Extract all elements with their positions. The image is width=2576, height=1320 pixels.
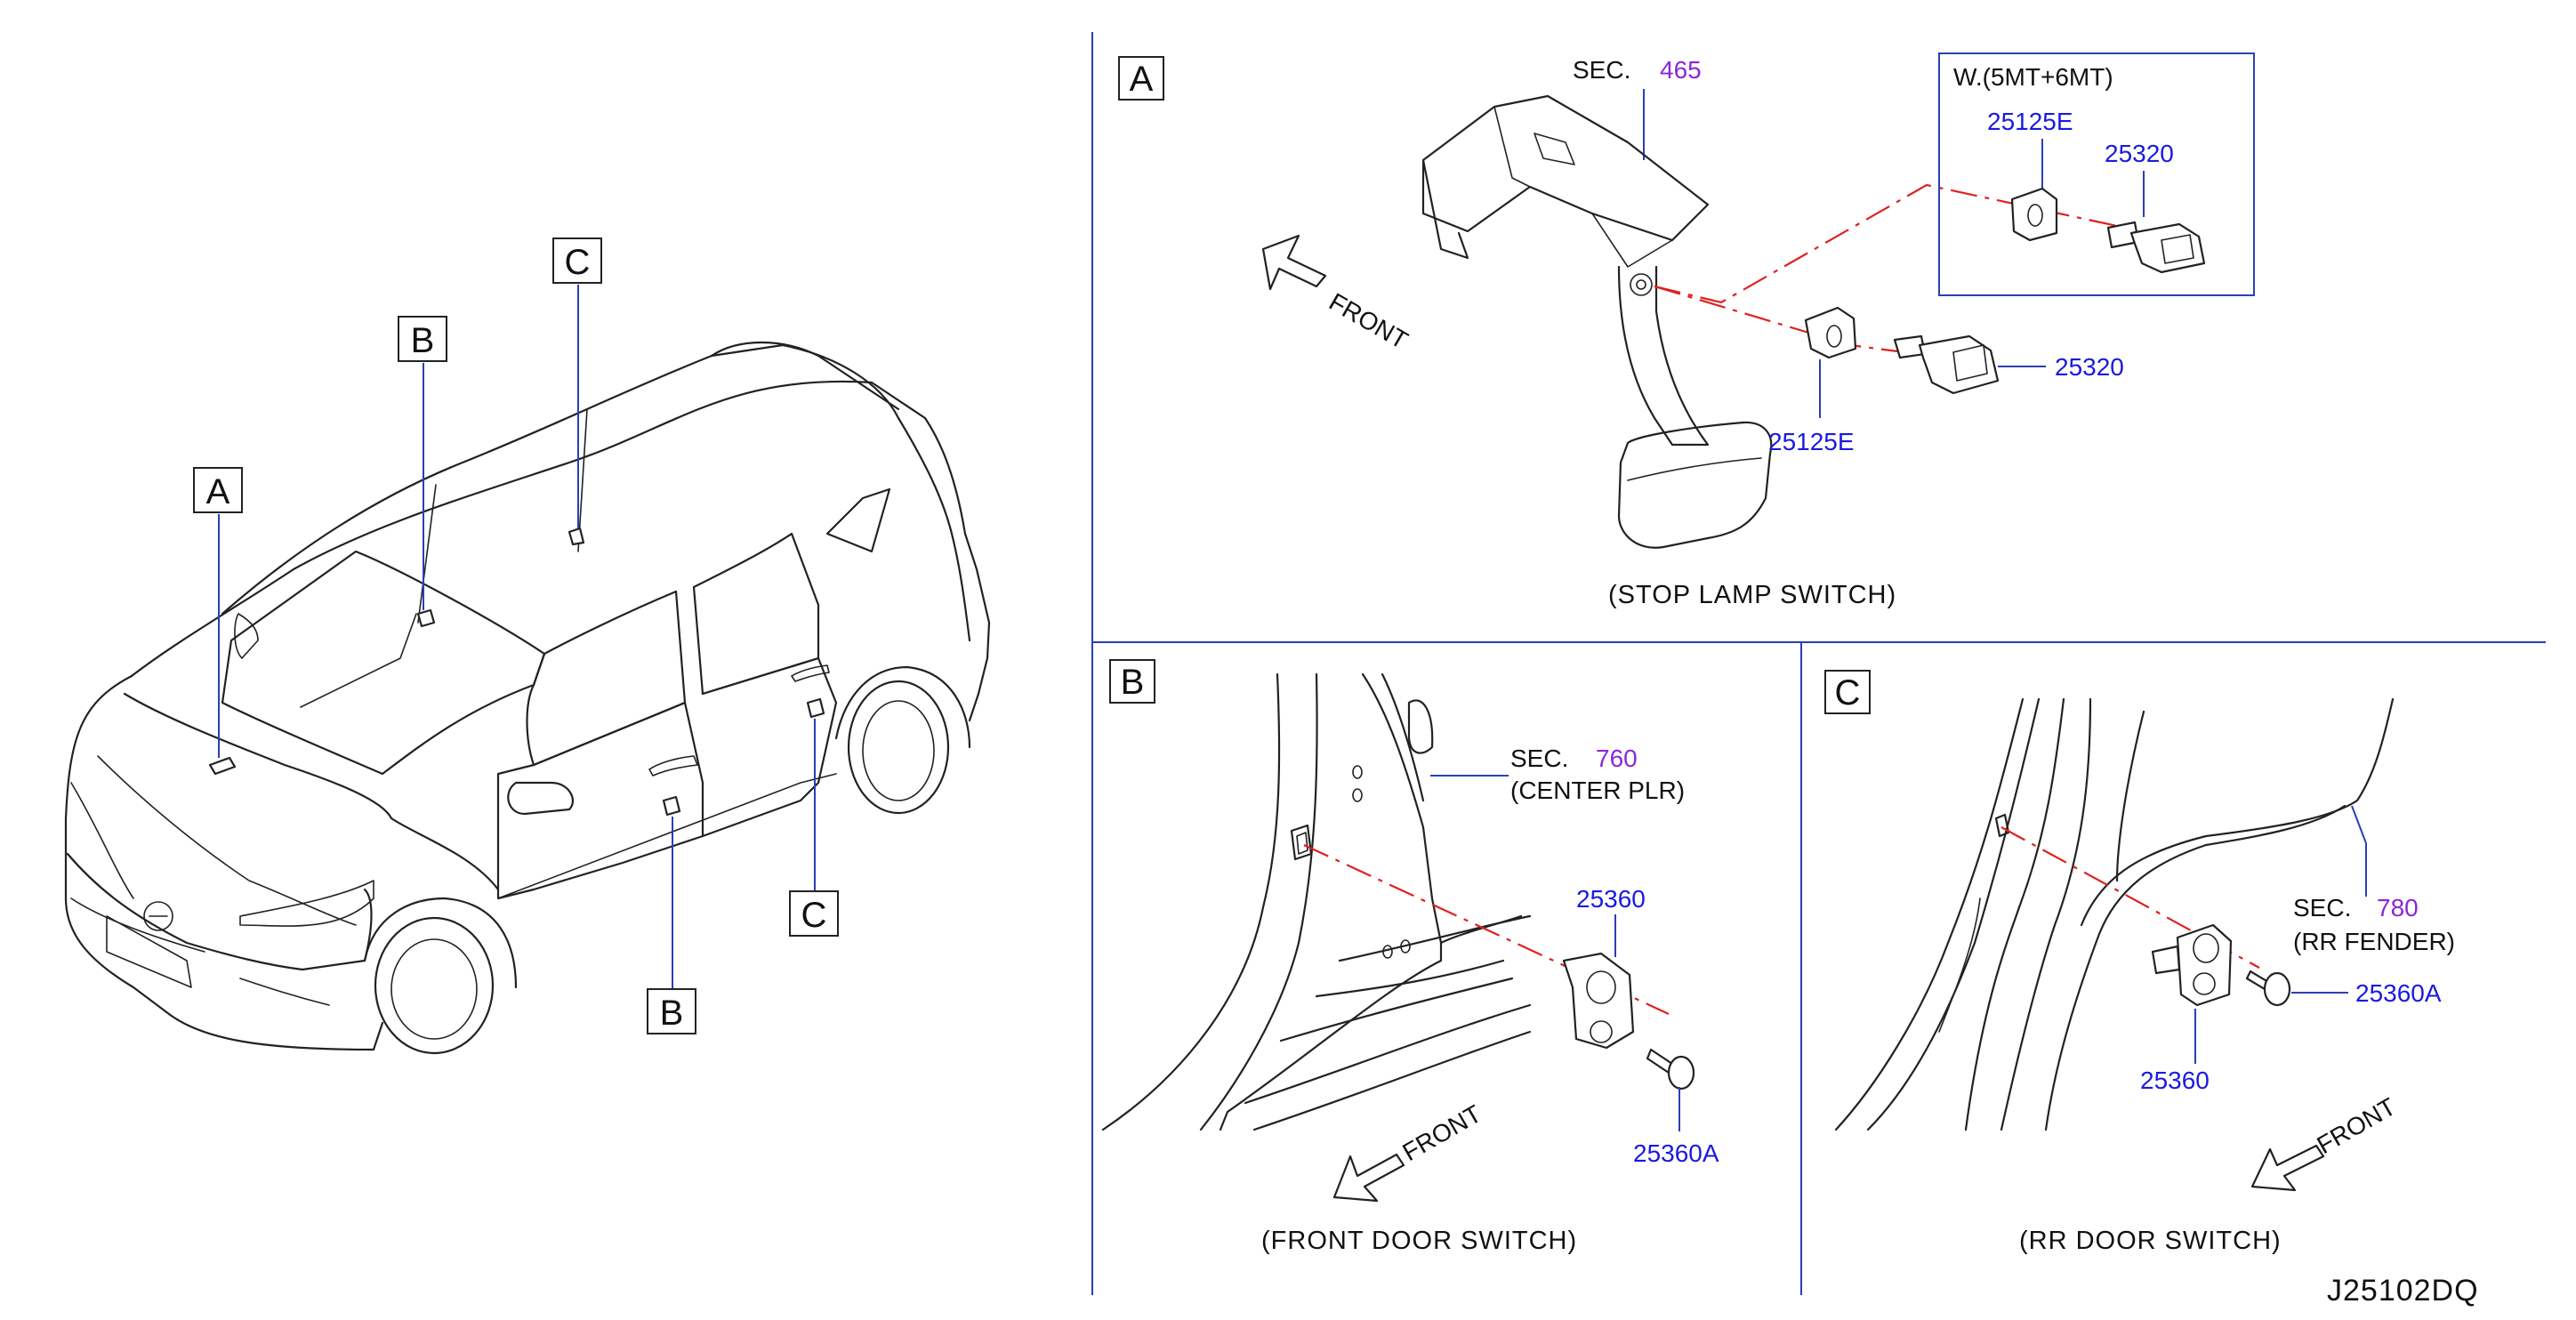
front-door-switch[interactable] (1562, 952, 1635, 1050)
rear-door-switch-bolt[interactable] (2245, 970, 2291, 1007)
panel-c-letter: C (1835, 673, 1861, 712)
location-markers (208, 527, 825, 817)
callout-a[interactable]: A (193, 467, 243, 513)
front-door-switch-location (662, 795, 681, 817)
variant-bracket-number[interactable]: 25125E (1987, 108, 2073, 135)
panel-separators (1091, 32, 2546, 1295)
panel-a-front-arrow: FRONT (1261, 234, 1413, 354)
panel-b-letter: B (1121, 663, 1145, 702)
panel-a-stop-lamp-switch: A SEC. 465 FRONT (1118, 52, 2255, 609)
callout-b-top-label: B (411, 321, 435, 360)
callout-leaders (218, 285, 816, 989)
variant-detail-box: W.(5MT+6MT) 25125E 25320 (1938, 52, 2255, 296)
rear-pillar-structure (1834, 697, 2395, 1131)
rear-door-switch-location (806, 697, 825, 719)
variant-title: W.(5MT+6MT) (1953, 63, 2113, 91)
panel-c-sec-label: SEC. (2293, 894, 2351, 922)
panel-c-front-arrow: FRONT (2250, 1092, 2401, 1192)
front-door-switch-bolt[interactable] (1646, 1048, 1695, 1091)
variant-bracket[interactable] (2010, 187, 2058, 242)
panel-a-switch-number[interactable]: 25320 (2055, 353, 2124, 381)
panel-a-sec-number[interactable]: 465 (1660, 56, 1702, 84)
panel-c-front-label: FRONT (2313, 1092, 2401, 1159)
panel-b-sec-label: SEC. (1510, 745, 1568, 772)
panel-b-front-door-switch: B SEC. 760 (CENTER PLR) (1101, 659, 1719, 1255)
panel-a-letter: A (1130, 60, 1154, 99)
variant-switch[interactable] (2106, 221, 2206, 274)
panel-b-sec-note: (CENTER PLR) (1510, 777, 1685, 804)
panel-b-front-label: FRONT (1398, 1099, 1486, 1166)
callout-c-top-label: C (565, 243, 591, 282)
callout-b-bottom-label: B (660, 994, 684, 1033)
panel-c-bolt-number[interactable]: 25360A (2355, 979, 2442, 1007)
panel-c-sec-note: (RR FENDER) (2293, 928, 2455, 955)
panel-c-sec-number[interactable]: 780 (2377, 894, 2419, 922)
stop-lamp-switch-location (208, 756, 237, 776)
panel-c-caption: (RR DOOR SWITCH) (2019, 1227, 2282, 1255)
panel-a-bracket-number[interactable]: 25125E (1768, 428, 1855, 455)
panel-b-caption: (FRONT DOOR SWITCH) (1261, 1227, 1577, 1255)
panel-a-front-label: FRONT (1324, 287, 1413, 354)
brake-pedal-bracket (1421, 94, 1710, 296)
panel-b-sec-number[interactable]: 760 (1596, 745, 1638, 772)
callout-a-label: A (206, 472, 230, 511)
panel-b-bolt-number[interactable]: 25360A (1633, 1139, 1719, 1167)
panel-a-sec-label: SEC. (1573, 56, 1630, 84)
stop-lamp-switch[interactable] (1893, 334, 2000, 395)
panel-c-rear-door-switch: C SEC. 780 (RR FENDER) (1824, 670, 2455, 1255)
callout-c-bottom[interactable]: C (789, 890, 839, 937)
callout-b-top[interactable]: B (398, 316, 447, 362)
center-pillar-structure (1101, 672, 1532, 1131)
car-outline (64, 341, 991, 1055)
rear-door-switch[interactable] (2151, 923, 2233, 1007)
panel-a-caption: (STOP LAMP SWITCH) (1608, 581, 1896, 609)
callout-b-bottom[interactable]: B (647, 988, 696, 1034)
panel-b-switch-number[interactable]: 25360 (1576, 885, 1646, 913)
callout-c-bottom-label: C (801, 896, 827, 935)
callout-c-top[interactable]: C (552, 237, 602, 284)
drawing-code: J25102DQ (2327, 1274, 2479, 1308)
variant-switch-number[interactable]: 25320 (2105, 140, 2174, 167)
stop-lamp-switch-bracket[interactable] (1804, 306, 1857, 359)
front-door-switch-location-upper (416, 608, 436, 628)
brake-pedal (1617, 265, 1773, 549)
vehicle-overview: A B C B C (64, 237, 991, 1055)
panel-b-front-arrow: FRONT (1332, 1099, 1486, 1203)
panel-c-switch-number[interactable]: 25360 (2140, 1066, 2210, 1094)
rear-door-switch-location-upper (568, 527, 585, 546)
